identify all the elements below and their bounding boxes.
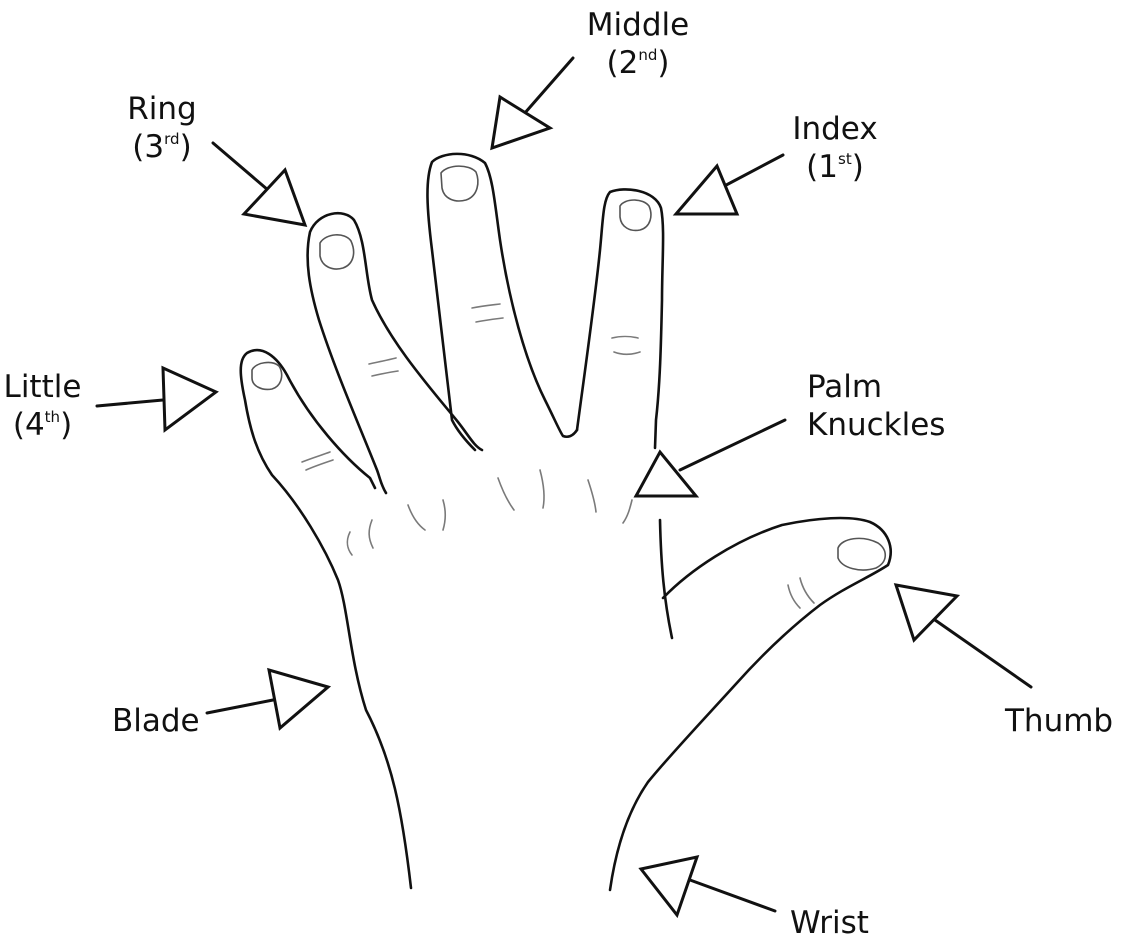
thumb-pointer-head (896, 585, 957, 640)
ring-crease-2 (372, 371, 398, 376)
thumb-crease-1 (788, 585, 800, 608)
index-nail (620, 200, 651, 230)
thumb-text: Thumb (1005, 703, 1113, 739)
ring-crease-1 (369, 358, 396, 364)
palm-crease-3 (408, 505, 425, 530)
little-finger-outline (241, 350, 411, 888)
palm-knuckles-label: Palm Knuckles (807, 368, 945, 444)
middle-pointer-head (492, 97, 550, 148)
index-crease-1 (612, 337, 638, 339)
little-pointer-line (97, 400, 163, 406)
palm-crease-1 (347, 532, 352, 555)
index-pointer-head (676, 166, 737, 214)
pointers (97, 58, 1031, 915)
index-side-outline (660, 520, 672, 638)
palm-crease-4 (443, 500, 445, 530)
index-finger-label: Index (1st) (785, 110, 885, 186)
index-finger-name: Index (785, 110, 885, 148)
palm-knuckles-pointer-head (636, 452, 696, 496)
index-finger-ordinal: (1st) (785, 148, 885, 186)
middle-crease-2 (476, 318, 503, 322)
thumb-outline (610, 518, 891, 890)
wrist-text: Wrist (790, 905, 869, 941)
wrist-pointer-head (641, 857, 697, 915)
index-finger-outline (577, 189, 663, 448)
middle-finger-ordinal: (2nd) (578, 44, 698, 82)
little-crease-1 (302, 452, 330, 462)
ring-finger-name: Ring (112, 90, 212, 128)
ring-finger-ordinal: (3rd) (112, 128, 212, 166)
ring-finger-outline (308, 213, 482, 493)
ring-finger-label: Ring (3rd) (112, 90, 212, 166)
middle-finger-name: Middle (578, 6, 698, 44)
little-finger-name: Little (0, 368, 85, 406)
palm-crease-6 (540, 470, 544, 508)
middle-nail (441, 166, 478, 201)
palm-crease-5 (498, 478, 514, 510)
thumb-nail (838, 538, 885, 570)
blade-label: Blade (112, 702, 200, 740)
palm-crease-7 (588, 480, 596, 512)
thumb-label: Thumb (1005, 702, 1113, 740)
index-crease-2 (614, 352, 640, 354)
middle-crease-1 (472, 304, 500, 308)
palm-crease-8 (623, 500, 632, 523)
wrist-label: Wrist (790, 904, 869, 942)
palm-knuckles-line1: Palm (807, 368, 945, 406)
blade-pointer-head (269, 670, 328, 728)
middle-pointer-line (524, 58, 573, 114)
little-crease-2 (306, 460, 333, 470)
palm-knuckles-pointer-line (680, 420, 785, 470)
thumb-crease-2 (800, 578, 814, 603)
ring-nail (320, 235, 354, 269)
hand-outline (241, 154, 891, 890)
blade-pointer-line (207, 700, 273, 713)
ring-pointer-line (213, 143, 268, 190)
thumb-pointer-line (935, 620, 1031, 687)
little-pointer-head (163, 368, 216, 430)
palm-knuckles-line2: Knuckles (807, 406, 945, 444)
wrist-pointer-line (690, 880, 775, 911)
blade-text: Blade (112, 703, 200, 739)
fingernails (252, 166, 885, 570)
middle-finger-label: Middle (2nd) (578, 6, 698, 82)
little-nail (252, 363, 282, 390)
palm-crease-2 (369, 520, 373, 548)
little-finger-label: Little (4th) (0, 368, 85, 444)
little-finger-ordinal: (4th) (0, 406, 85, 444)
knuckle-creases (302, 304, 814, 608)
